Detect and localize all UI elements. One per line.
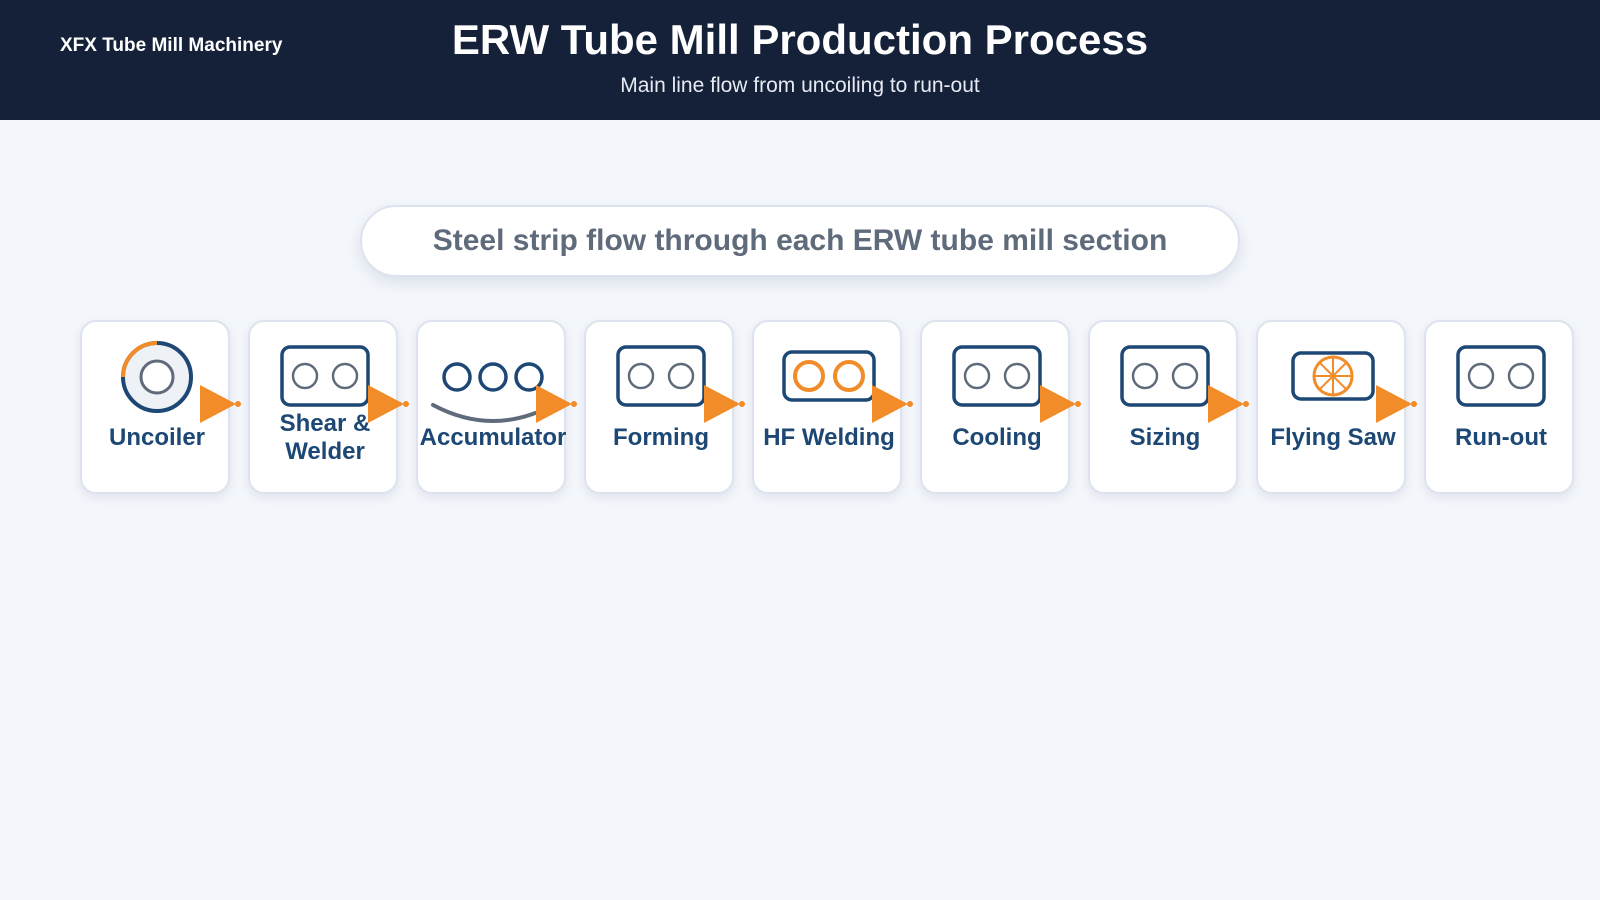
station-card: Cooling [920, 320, 1070, 494]
station-label: Cooling [952, 424, 1042, 451]
station-label: HF Welding [763, 424, 895, 451]
arrow-right-icon [1208, 385, 1249, 423]
arrow-right-icon [1040, 385, 1081, 423]
station-label: Forming [613, 424, 709, 451]
station-label: Sizing [1129, 424, 1201, 451]
station-card: Run-out [1424, 320, 1574, 494]
flow-banner: Steel strip flow through each ERW tube m… [360, 205, 1240, 277]
roller-pair-icon [616, 345, 706, 407]
arrow-right-icon [872, 385, 913, 423]
station-label: Shear & Welder [279, 410, 371, 465]
station-card: HF Welding [752, 320, 902, 494]
saw-blade-icon [1291, 351, 1375, 401]
page-subtitle: Main line flow from uncoiling to run-out [620, 74, 980, 97]
roller-pair-icon [1120, 345, 1210, 407]
arrow-right-icon [1376, 385, 1417, 423]
roller-pair-icon [280, 345, 370, 407]
arrow-right-icon [368, 385, 409, 423]
station-label: Uncoiler [108, 424, 206, 451]
brand-name: XFX Tube Mill Machinery [60, 35, 283, 56]
station-label: Accumulator [419, 424, 567, 451]
header-bar: XFX Tube Mill Machinery ERW Tube Mill Pr… [0, 0, 1600, 120]
roller-pair-icon [1456, 345, 1546, 407]
hf-welding-rollers-icon [782, 350, 876, 402]
arrow-right-icon [704, 385, 745, 423]
station-label: Run-out [1455, 424, 1547, 451]
coil-icon [121, 341, 193, 413]
arrow-right-icon [536, 385, 577, 423]
page-title: ERW Tube Mill Production Process [451, 16, 1149, 63]
arrow-right-icon [200, 385, 241, 423]
roller-pair-icon [952, 345, 1042, 407]
station-label: Flying Saw [1270, 424, 1396, 451]
